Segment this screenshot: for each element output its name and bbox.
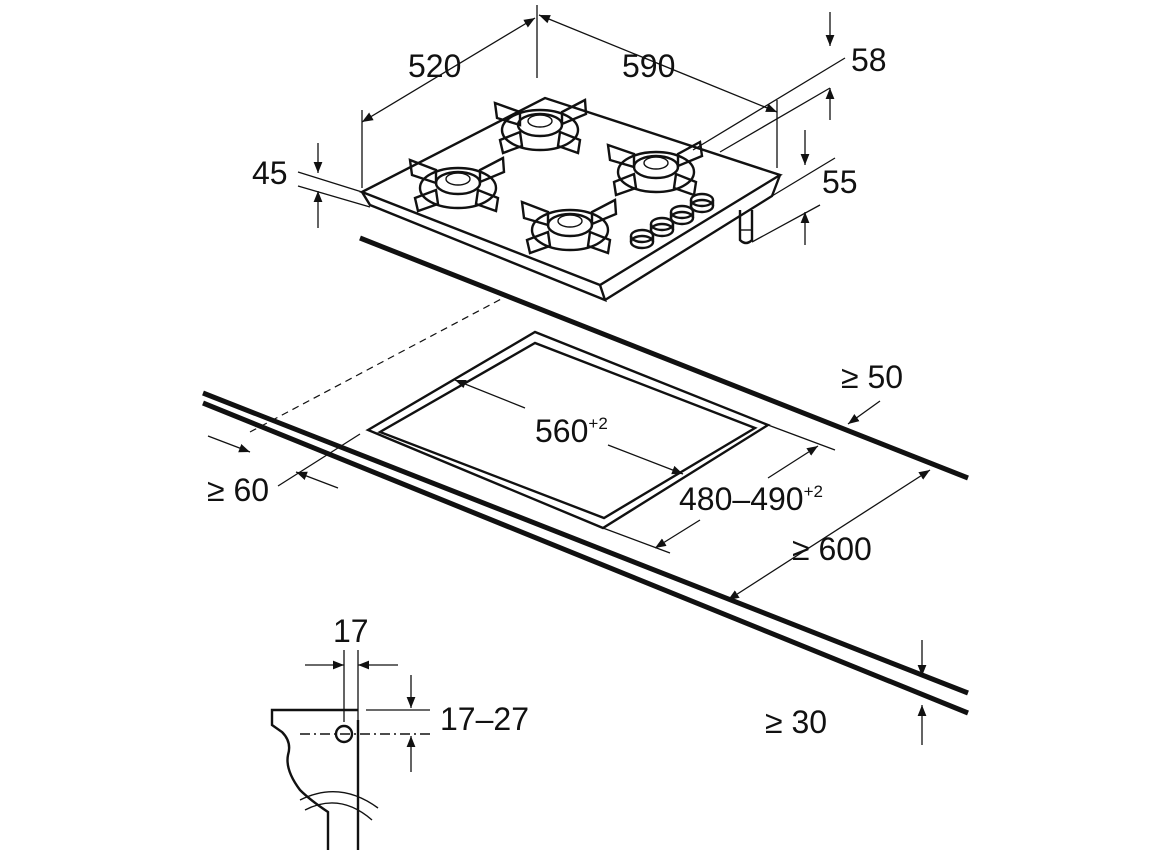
label-hob-right-offset: 58 bbox=[851, 42, 887, 78]
dim-rear-clearance bbox=[847, 400, 881, 425]
hob bbox=[359, 96, 783, 303]
dim-hob-right-offset bbox=[692, 12, 846, 153]
control-knob bbox=[689, 192, 715, 214]
mounting-detail bbox=[270, 650, 430, 850]
label-cutout-width-tolerance: +2 bbox=[588, 414, 607, 433]
label-worktop-thickness: ≥ 30 bbox=[765, 704, 827, 740]
dim-hob-depth bbox=[361, 5, 538, 188]
label-rear-clearance: ≥ 50 bbox=[841, 359, 903, 395]
burner-front-left bbox=[408, 156, 506, 213]
dim-worktop-depth bbox=[727, 469, 931, 601]
label-detail-thickness: 17–27 bbox=[440, 701, 529, 737]
control-knobs bbox=[629, 192, 715, 250]
dim-foot-height bbox=[751, 130, 836, 245]
label-front-clearance: ≥ 60 bbox=[207, 472, 269, 508]
dim-cutout-width bbox=[454, 379, 684, 475]
worktop-bottom-front-edge bbox=[202, 400, 969, 716]
hob-foot bbox=[738, 210, 754, 245]
control-knob bbox=[669, 204, 695, 226]
dim-front-clearance bbox=[207, 433, 361, 489]
label-cutout-depth: 480–490 bbox=[679, 481, 804, 517]
burner-front-right-center bbox=[520, 198, 618, 255]
label-hob-height: 45 bbox=[252, 155, 288, 191]
label-cutout-depth-tolerance: +2 bbox=[804, 482, 823, 501]
label-cutout-width: 560 bbox=[535, 413, 588, 449]
label-detail-offset: 17 bbox=[333, 613, 369, 649]
label-hob-depth: 520 bbox=[408, 48, 461, 84]
label-cutout-width-group: 560+2 bbox=[535, 413, 608, 449]
label-worktop-depth: ≥ 600 bbox=[792, 531, 872, 567]
hidden-edge bbox=[249, 296, 506, 433]
worktop bbox=[202, 235, 969, 716]
dim-hob-height bbox=[297, 143, 371, 228]
control-knob bbox=[629, 228, 655, 250]
control-knob bbox=[649, 216, 675, 238]
hob-top-plate bbox=[359, 96, 783, 287]
dim-hob-width bbox=[538, 14, 778, 168]
label-foot-height: 55 bbox=[822, 164, 858, 200]
label-hob-width: 590 bbox=[622, 48, 675, 84]
burner-rear-right bbox=[606, 140, 704, 197]
burner-rear-left bbox=[493, 98, 588, 155]
worktop-top-front-edge bbox=[202, 390, 969, 696]
label-cutout-depth-group: 480–490+2 bbox=[679, 481, 823, 517]
hob-reference-line bbox=[359, 235, 969, 481]
